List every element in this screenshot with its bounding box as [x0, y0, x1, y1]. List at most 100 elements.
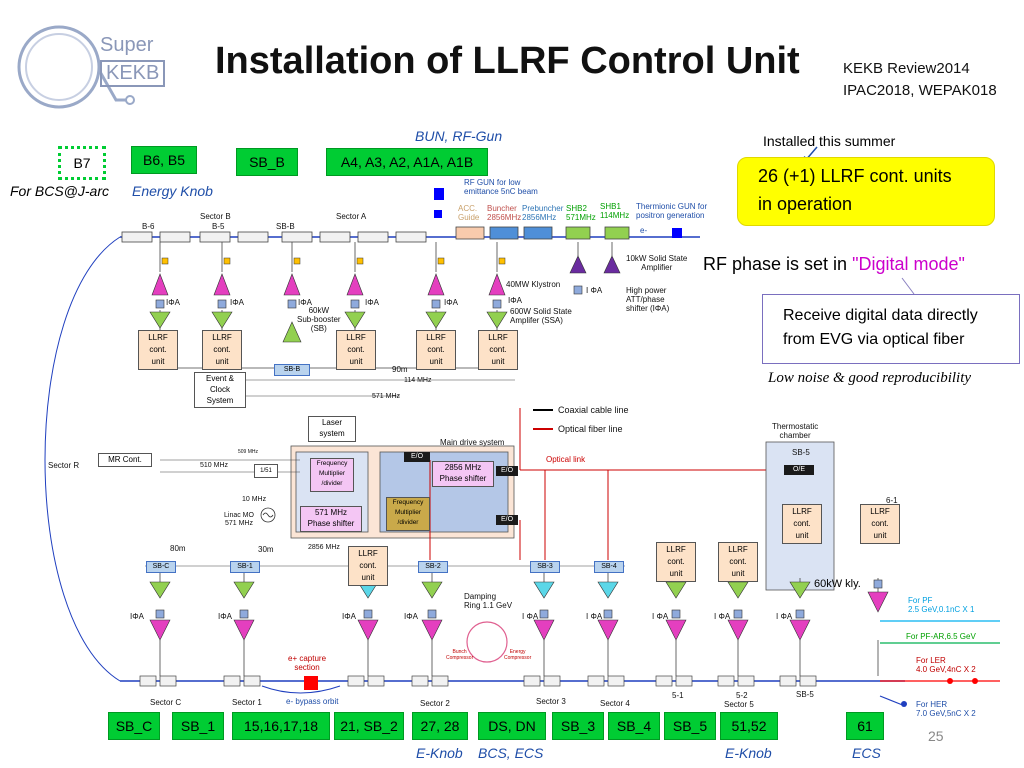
- llrf-51-l3: unit: [669, 569, 683, 578]
- llrf-c1-l2: cont.: [793, 519, 811, 528]
- installed-summer-label: Installed this summer: [763, 133, 896, 149]
- llrf-l2-l1: LLRF: [358, 549, 378, 558]
- event-line2: Clock: [209, 385, 230, 394]
- bunch-line1: Bunch: [452, 649, 467, 655]
- sbb-top-box: SB_B: [236, 148, 298, 176]
- llrf-u1-l2: cont.: [149, 345, 167, 354]
- thermo-line1: Thermostatic: [772, 422, 819, 431]
- sb3-box: SB-3: [530, 561, 560, 573]
- iphia-l4: IΦA: [404, 612, 418, 621]
- high-power-line3: shifter (IΦA): [626, 304, 670, 314]
- fm1-line3: /divider: [321, 480, 343, 487]
- damping-line2: Ring 1.1 GeV: [464, 601, 513, 611]
- llrf-u1-l1: LLRF: [148, 333, 168, 342]
- b5-label: B-5: [212, 222, 225, 231]
- bottom-box-sb3: SB_3: [552, 712, 604, 740]
- llrf-52-l3: unit: [731, 569, 745, 578]
- buncher-line2: 2856MHz: [487, 213, 522, 223]
- llrf-u1-l3: unit: [151, 357, 165, 366]
- energy-line1: Energy: [509, 649, 526, 655]
- sector-4-label: Sector 4: [600, 699, 630, 708]
- fm2-line2: Multiplier: [394, 509, 421, 516]
- shb1-line1: SHB1: [600, 202, 621, 211]
- f571-upper-label: 571 MHz: [372, 393, 401, 400]
- prebuncher-line1: Prebuncher: [522, 204, 564, 213]
- ssa-10kw-line2: Amplifier: [641, 263, 673, 273]
- div151-box: 1/51: [254, 464, 278, 478]
- n61-label: 6-1: [886, 496, 898, 505]
- high-power-line2: ATT/phase: [626, 295, 665, 305]
- thermionic-line2: positron generation: [636, 211, 705, 221]
- llrf-u5-l2: cont.: [489, 345, 507, 354]
- her-line2: 7.0 GeV,5nC X 2: [916, 709, 976, 719]
- llrf-u3-l2: cont.: [347, 345, 365, 354]
- logo-text-super: Super: [100, 34, 154, 56]
- eo-box-bottom: E/O: [496, 515, 518, 525]
- llrf-u2-l1: LLRF: [212, 333, 232, 342]
- iphia-u5: IΦA: [444, 298, 458, 307]
- eo-box-mid: E/O: [496, 466, 518, 476]
- fm1-line2: Multiplier: [318, 470, 345, 477]
- s51-label: 5-1: [672, 691, 684, 700]
- sub-booster-line3: (SB): [310, 324, 327, 334]
- sbb-box: SB-B: [274, 364, 310, 376]
- iphia-l1: IΦA: [130, 612, 144, 621]
- shb2-line1: SHB2: [566, 204, 587, 213]
- laser-line2: system: [319, 429, 345, 438]
- ssa-600w-line2: Amplifer (SSA): [510, 316, 563, 326]
- optical-link-label: Optical link: [546, 455, 586, 464]
- bunch-line2: Compressor: [446, 654, 474, 661]
- sector-a-label: Sector A: [336, 212, 367, 221]
- high-power-line1: High power: [626, 286, 667, 295]
- sector-c-label: Sector C: [150, 698, 182, 707]
- ps571-line1: 571 MHz: [314, 508, 347, 517]
- iphia-u7: I ΦA: [586, 286, 603, 295]
- sector-3-label: Sector 3: [536, 697, 566, 706]
- bcs-ecs-label: BCS, ECS: [478, 745, 544, 761]
- iphia-l5: I ΦA: [522, 612, 539, 621]
- oe-box: O/E: [784, 465, 814, 475]
- llrf-u4-l2: cont.: [427, 345, 445, 354]
- d30m-label: 30m: [258, 545, 274, 554]
- bottom-box-sbc: SB_C: [108, 712, 160, 740]
- prebuncher-line2: 2856MHz: [522, 213, 557, 223]
- guide-line: Guide: [458, 213, 480, 223]
- capture-line2: section: [294, 663, 320, 673]
- s5b-label: SB-5: [796, 690, 814, 699]
- b7-box: B7: [58, 146, 106, 180]
- sb5-chamber-label: SB-5: [792, 448, 810, 457]
- llrf-u3-l3: unit: [349, 357, 363, 366]
- low-noise-label: Low noise & good reproducibility: [768, 370, 972, 386]
- thermionic-line1: Thermionic GUN for: [636, 202, 708, 211]
- rf-phase-mode: "Digital mode": [852, 254, 965, 274]
- rf-gun-low-line1: RF GUN for low: [464, 178, 521, 187]
- llrf-51-l1: LLRF: [666, 545, 686, 554]
- b6-b5-box: B6, B5: [131, 146, 197, 174]
- sb1-box: SB-1: [230, 561, 260, 573]
- iphia-l6: I ΦA: [586, 612, 603, 621]
- superkekb-logo: Super KEKB: [4, 22, 184, 112]
- pf-line1: For PF: [908, 596, 933, 605]
- llrf-61-l2: cont.: [871, 519, 889, 528]
- ref-review: KEKB Review2014: [843, 60, 970, 77]
- rf-gun-low-line2: emittance 5nC beam: [464, 187, 538, 197]
- page-title: Installation of LLRF Control Unit: [215, 40, 800, 82]
- sbb-label: SB-B: [276, 222, 295, 231]
- ssa-10kw-line1: 10kW Solid State: [626, 254, 688, 263]
- llrf-52-l2: cont.: [729, 557, 747, 566]
